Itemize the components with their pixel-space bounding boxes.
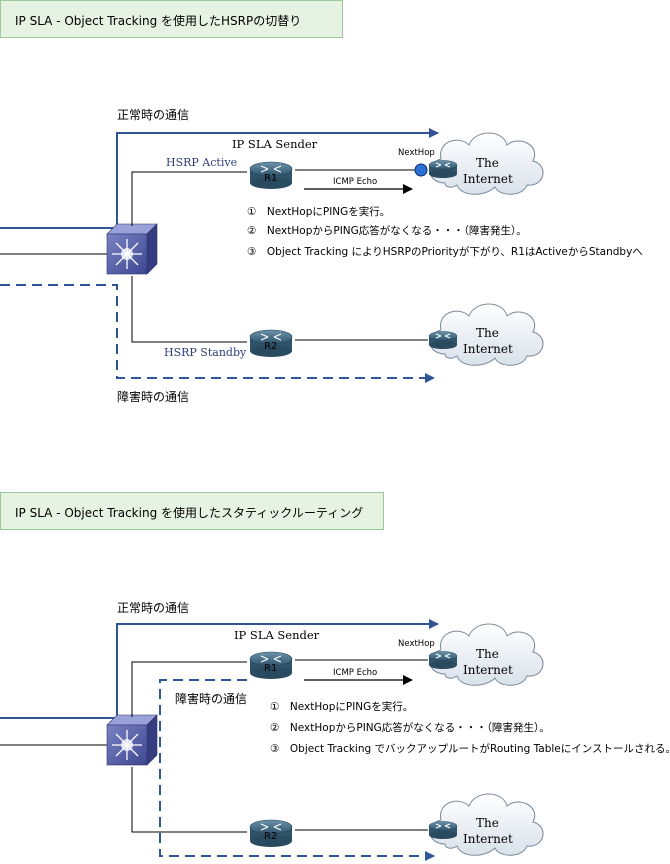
cloud-label-line2: Internet (463, 172, 513, 186)
hsrp-active-label: HSRP Active (166, 156, 237, 169)
failure-path-label: 障害時の通信 (175, 691, 247, 706)
cloud-label-line2: Internet (463, 832, 513, 846)
failure-path-line (0, 284, 435, 383)
switch-r2-link (131, 767, 247, 833)
diagram-hsrp: 正常時の通信 障害時の通信 IP SLA Sender HSRP Active … (0, 108, 643, 404)
icmp-echo-label: ICMP Echo (333, 668, 377, 678)
icmp-echo-label: ICMP Echo (333, 177, 377, 187)
title-box-hsrp: IP SLA - Object Tracking を使用したHSRPの切替り (0, 0, 343, 38)
cloud-label-line1: The (476, 156, 499, 170)
ip-sla-sender-label: IP SLA Sender (234, 628, 320, 642)
l3-switch-icon (106, 223, 158, 275)
step-3: ③ Object Tracking によりHSRPのPriorityが下がり、R… (247, 245, 643, 258)
cloud-label-line1: The (476, 326, 499, 340)
isp-router-icon (428, 821, 458, 840)
normal-path-line (0, 619, 439, 719)
step-2: ② NextHopからPING応答がなくなる・・・（障害発生）。 (247, 224, 527, 237)
nexthop-dot (414, 163, 428, 177)
router-r2-label: R2 (264, 341, 277, 352)
router-r1-label: R1 (264, 173, 277, 184)
step-2: ② NextHopからPING応答がなくなる・・・（障害発生）。 (270, 721, 550, 734)
cloud-label-line2: Internet (463, 342, 513, 356)
hsrp-standby-label: HSRP Standby (164, 346, 247, 359)
switch-r1-link (131, 171, 247, 226)
ip-sla-sender-label: IP SLA Sender (232, 137, 318, 151)
normal-path-line (0, 128, 439, 229)
normal-path-label: 正常時の通信 (117, 108, 189, 122)
step-3: ③ Object Tracking でバックアップルートがRouting Tab… (270, 742, 670, 755)
diagram-static-route: 正常時の通信 障害時の通信 IP SLA Sender R1 NextHop I… (0, 601, 670, 861)
nexthop-label: NextHop (398, 148, 435, 158)
cloud-label-line1: The (476, 816, 499, 830)
step-1: ① NextHopにPINGを実行。 (270, 700, 413, 713)
isp-router-icon (428, 651, 458, 670)
switch-r1-link (131, 661, 247, 717)
nexthop-label: NextHop (398, 639, 435, 649)
cloud-label-line1: The (476, 647, 499, 661)
cloud-label-line2: Internet (463, 663, 513, 677)
isp-router-icon (428, 331, 458, 350)
diagram-title: IP SLA - Object Tracking を使用したスタティックルーティ… (15, 506, 364, 520)
diagram-title: IP SLA - Object Tracking を使用したHSRPの切替り (15, 14, 302, 28)
isp-router-icon (428, 160, 458, 179)
title-box-static: IP SLA - Object Tracking を使用したスタティックルーティ… (0, 492, 384, 530)
step-1: ① NextHopにPINGを実行。 (247, 205, 390, 218)
normal-path-label: 正常時の通信 (117, 601, 189, 615)
failure-path-line (159, 679, 435, 861)
failure-path-label: 障害時の通信 (117, 389, 189, 404)
switch-r2-link (131, 276, 247, 343)
router-r2-label: R2 (264, 831, 277, 842)
router-r1-label: R1 (264, 663, 277, 674)
l3-switch-icon (106, 714, 158, 766)
